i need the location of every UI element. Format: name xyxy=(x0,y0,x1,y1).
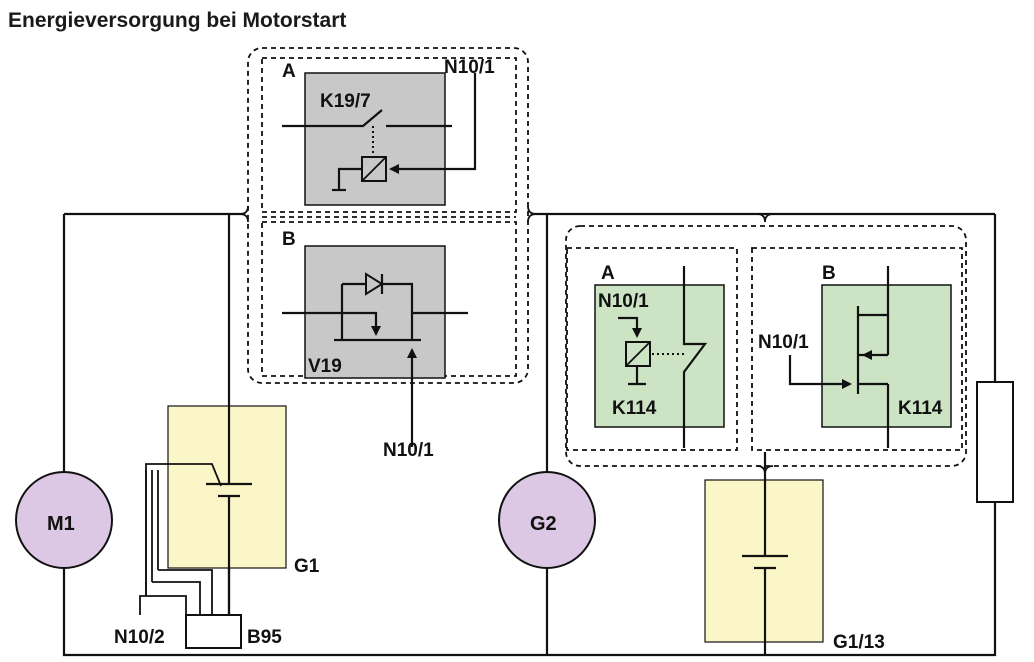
v19-transistor-module xyxy=(282,245,468,447)
g2-label: G2 xyxy=(530,513,557,535)
diagram-title: Energieversorgung bei Motorstart xyxy=(8,9,347,32)
b95-label: B95 xyxy=(247,627,282,648)
k114-transistor-label: K114 xyxy=(898,398,943,419)
k114-transistor-module xyxy=(788,266,952,448)
n10-1-k114-transistor-label: N10/1 xyxy=(758,332,809,353)
g1-13-battery xyxy=(704,479,824,643)
g1-13-label: G1/13 xyxy=(833,632,885,653)
k114-relay-label: K114 xyxy=(612,398,657,419)
k19-7-relay-module xyxy=(282,72,477,206)
n10-2-label: N10/2 xyxy=(114,627,165,648)
g1-label: G1 xyxy=(294,556,320,577)
g1-battery xyxy=(167,405,287,615)
g2-generator-symbol xyxy=(498,471,596,569)
load-resistor xyxy=(976,381,1014,503)
n10-1-v19-label: N10/1 xyxy=(383,440,434,461)
left-variant-b-label: B xyxy=(282,229,296,250)
right-module-group xyxy=(565,213,967,475)
left-module-group xyxy=(239,47,537,384)
k114-relay-module xyxy=(594,266,725,448)
b95-sensor xyxy=(139,463,242,649)
m1-label: M1 xyxy=(47,513,75,535)
n10-1-k19-label: N10/1 xyxy=(444,57,495,78)
v19-label: V19 xyxy=(308,356,342,377)
right-variant-a-label: A xyxy=(601,263,615,284)
k19-7-label: K19/7 xyxy=(320,91,371,112)
right-variant-b-label: B xyxy=(822,263,836,284)
left-variant-a-label: A xyxy=(282,61,296,82)
n10-1-k114-relay-label: N10/1 xyxy=(598,291,649,312)
m1-motor-symbol xyxy=(15,471,113,569)
